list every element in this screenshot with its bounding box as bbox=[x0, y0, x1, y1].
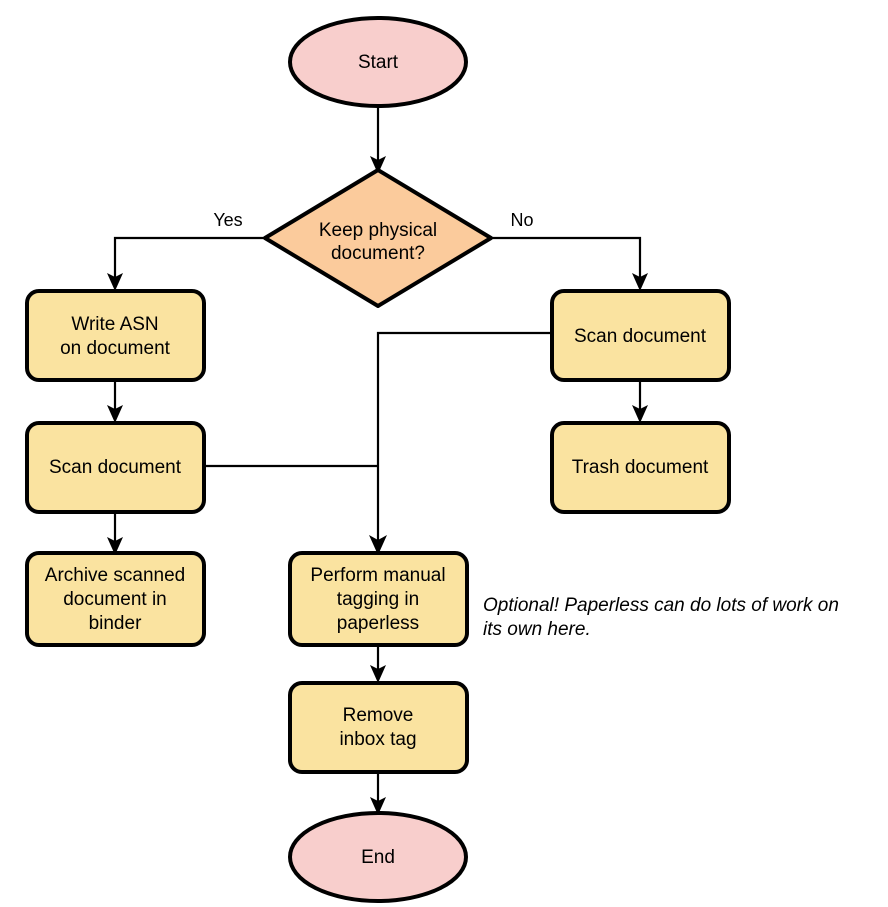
node-end-shape[interactable] bbox=[288, 811, 468, 903]
edge-scan-right-to-trash bbox=[632, 380, 648, 423]
node-trash-document-label: Trash document bbox=[572, 457, 709, 478]
node-archive-shape[interactable] bbox=[25, 551, 206, 647]
node-archive-label-line1: Archive scanned bbox=[45, 565, 185, 586]
node-archive-scanned-document-in-binder[interactable]: Archive scanned document in binder bbox=[25, 551, 206, 647]
node-remove-inbox-tag[interactable]: Remove inbox tag bbox=[288, 681, 469, 774]
node-scan-document-left-shape[interactable] bbox=[25, 421, 206, 514]
node-keep-physical-document[interactable]: Keep physical document? bbox=[263, 168, 493, 308]
node-write-asn-label-line2: on document bbox=[60, 338, 171, 359]
node-scan-document-right-label: Scan document bbox=[574, 326, 707, 347]
node-remove-inbox-tag-shape[interactable] bbox=[288, 681, 469, 774]
edge-decision-no: No bbox=[490, 210, 648, 291]
node-tagging-label-line3: paperless bbox=[337, 613, 419, 634]
node-decision-label-line2: document? bbox=[331, 243, 425, 264]
node-tagging-shape[interactable] bbox=[288, 551, 469, 647]
edge-start-to-decision bbox=[370, 104, 386, 174]
node-perform-manual-tagging-in-paperless[interactable]: Perform manual tagging in paperless bbox=[288, 551, 469, 647]
node-tagging-label-line2: tagging in bbox=[337, 589, 419, 610]
node-write-asn-label-line1: Write ASN bbox=[71, 314, 158, 335]
node-trash-document-shape[interactable] bbox=[550, 421, 731, 514]
node-decision-label-line1: Keep physical bbox=[319, 220, 437, 241]
node-scan-document-left-label: Scan document bbox=[49, 457, 182, 478]
node-write-asn-on-document[interactable]: Write ASN on document bbox=[25, 289, 206, 382]
edge-write-asn-to-scan bbox=[107, 380, 123, 423]
node-decision-shape[interactable] bbox=[263, 168, 493, 308]
node-end-label: End bbox=[361, 847, 395, 868]
optional-note-line2: its own here. bbox=[483, 619, 591, 640]
optional-note: Optional! Paperless can do lots of work … bbox=[483, 595, 839, 640]
edge-label-no: No bbox=[510, 210, 533, 230]
node-start-shape[interactable] bbox=[288, 16, 468, 108]
edge-decision-yes: Yes bbox=[107, 210, 265, 291]
edge-label-yes: Yes bbox=[213, 210, 242, 230]
node-scan-document-left[interactable]: Scan document bbox=[25, 421, 206, 514]
node-start-label: Start bbox=[358, 52, 399, 73]
node-end[interactable]: End bbox=[288, 811, 468, 903]
node-write-asn-shape[interactable] bbox=[25, 289, 206, 382]
edge-scan-left-to-archive bbox=[107, 512, 123, 555]
edge-scan-right-to-tagging bbox=[369, 331, 552, 555]
edge-tagging-to-remove-inbox-tag bbox=[370, 645, 386, 683]
optional-note-line1: Optional! Paperless can do lots of work … bbox=[483, 595, 839, 616]
node-start[interactable]: Start bbox=[288, 16, 468, 108]
node-scan-document-right-shape[interactable] bbox=[550, 289, 731, 382]
node-scan-document-right[interactable]: Scan document bbox=[550, 289, 731, 382]
node-trash-document[interactable]: Trash document bbox=[550, 421, 731, 514]
edge-remove-inbox-tag-to-end bbox=[370, 772, 386, 815]
node-archive-label-line2: document in bbox=[63, 589, 167, 610]
node-remove-inbox-tag-label-line1: Remove bbox=[343, 705, 414, 726]
node-remove-inbox-tag-label-line2: inbox tag bbox=[339, 729, 416, 750]
node-archive-label-line3: binder bbox=[89, 613, 142, 634]
node-tagging-label-line1: Perform manual bbox=[310, 565, 445, 586]
